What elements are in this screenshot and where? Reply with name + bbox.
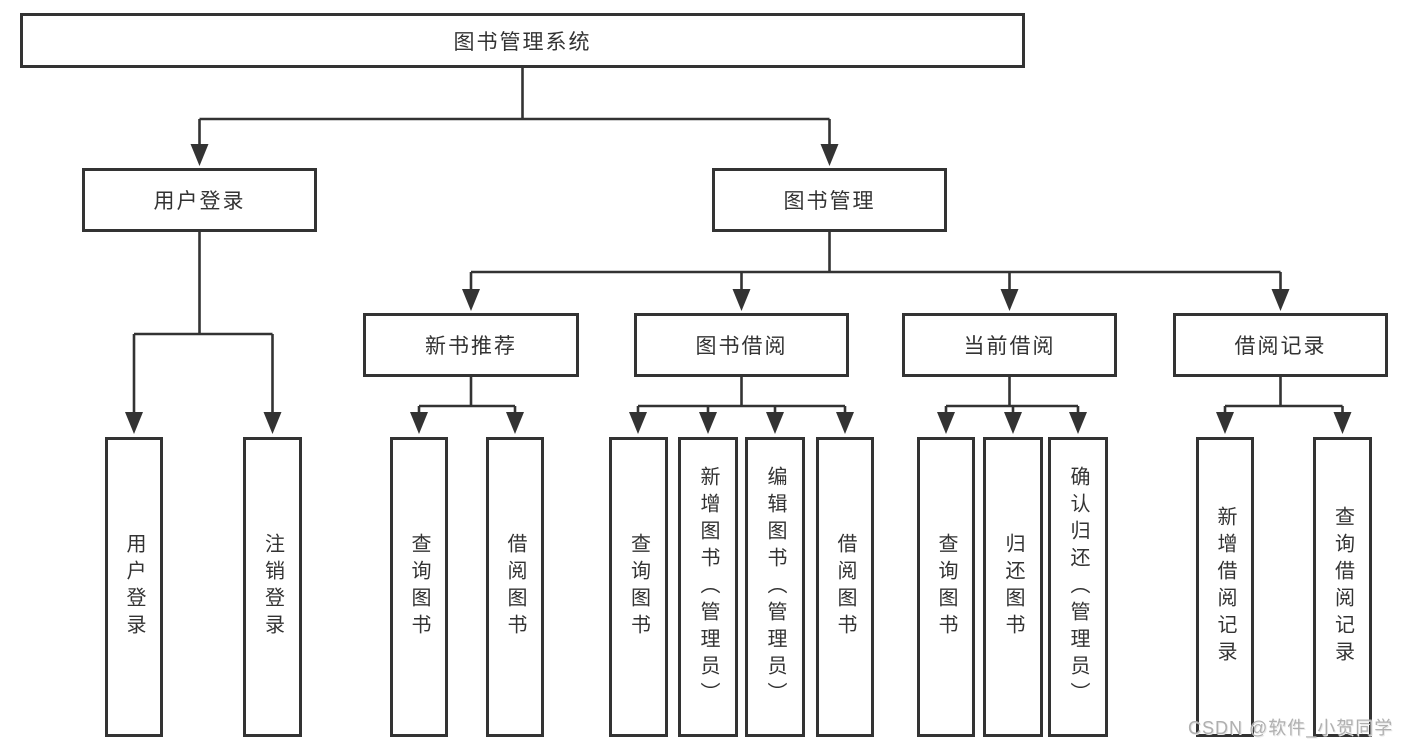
leaf-borrow-books-2: 借阅图书 <box>816 437 874 737</box>
node-book-borrow-label: 图书借阅 <box>695 335 788 358</box>
leaf-edit-book-admin: 编辑图书（管理员） <box>745 437 805 737</box>
leaf-add-borrow-record: 新增借阅记录 <box>1196 437 1254 737</box>
node-user-login: 用户登录 <box>82 168 317 232</box>
leaf-logout-label: 注销登录 <box>261 533 284 641</box>
node-borrow-record-label: 借阅记录 <box>1234 335 1327 358</box>
leaf-borrow-books-1: 借阅图书 <box>486 437 544 737</box>
leaf-add-book-admin: 新增图书（管理员） <box>678 437 738 737</box>
leaf-query-books-3-label: 查询图书 <box>935 533 957 641</box>
leaf-return-book-label: 归还图书 <box>1002 533 1024 641</box>
leaf-query-books-2: 查询图书 <box>609 437 668 737</box>
leaf-query-books-1-label: 查询图书 <box>408 533 430 641</box>
leaf-query-borrow-record: 查询借阅记录 <box>1313 437 1372 737</box>
leaf-add-borrow-record-label: 新增借阅记录 <box>1214 506 1236 668</box>
node-user-login-label: 用户登录 <box>153 190 246 213</box>
leaf-query-books-2-label: 查询图书 <box>627 533 650 641</box>
leaf-confirm-return-admin-label: 确认归还（管理员） <box>1067 465 1089 709</box>
node-new-book-recommend-label: 新书推荐 <box>425 335 517 358</box>
node-new-book-recommend: 新书推荐 <box>363 313 579 377</box>
node-book-management: 图书管理 <box>712 168 947 232</box>
leaf-query-books-3: 查询图书 <box>917 437 975 737</box>
leaf-borrow-books-2-label: 借阅图书 <box>834 533 856 641</box>
leaf-edit-book-admin-label: 编辑图书（管理员） <box>764 465 786 709</box>
leaf-borrow-books-1-label: 借阅图书 <box>504 533 526 641</box>
node-root-system: 图书管理系统 <box>20 13 1025 68</box>
leaf-query-borrow-record-label: 查询借阅记录 <box>1331 506 1354 668</box>
leaf-add-book-admin-label: 新增图书（管理员） <box>697 465 719 709</box>
node-root-label: 图书管理系统 <box>453 30 592 54</box>
node-book-borrow: 图书借阅 <box>634 313 849 377</box>
leaf-query-books-1: 查询图书 <box>390 437 448 737</box>
node-book-management-label: 图书管理 <box>783 190 876 213</box>
node-borrow-record: 借阅记录 <box>1173 313 1388 377</box>
node-current-borrow-label: 当前借阅 <box>963 335 1056 358</box>
leaf-user-login: 用户登录 <box>105 437 163 737</box>
leaf-logout: 注销登录 <box>243 437 302 737</box>
node-current-borrow: 当前借阅 <box>902 313 1117 377</box>
leaf-return-book: 归还图书 <box>983 437 1043 737</box>
leaf-confirm-return-admin: 确认归还（管理员） <box>1048 437 1108 737</box>
arrowheads <box>125 144 1352 434</box>
csdn-watermark: CSDN @软件_小贺同学 <box>1188 718 1394 738</box>
leaf-user-login-label: 用户登录 <box>123 533 145 641</box>
